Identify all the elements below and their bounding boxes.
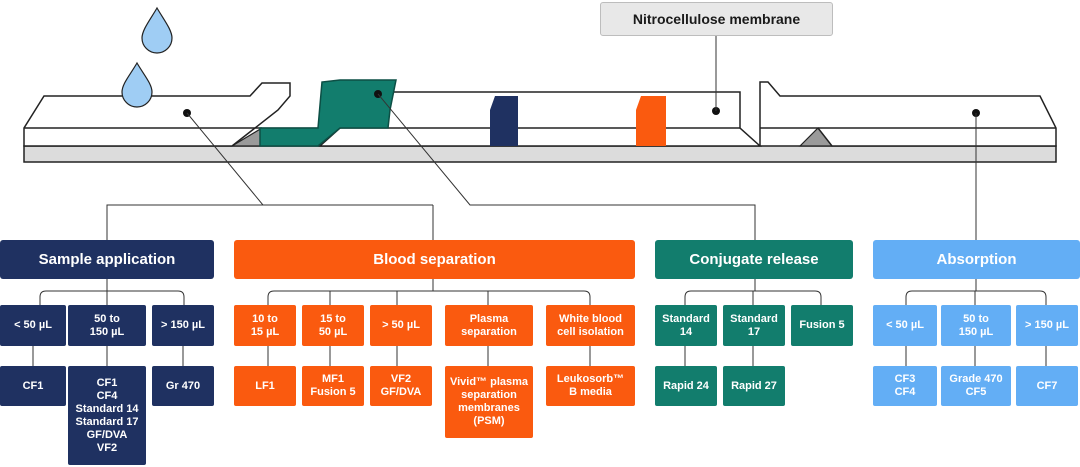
product-box: Rapid 27	[723, 366, 785, 406]
product-box: CF1 CF4 Standard 14 Standard 17 GF/DVA V…	[68, 366, 146, 465]
product-box: Gr 470	[152, 366, 214, 406]
plasma-separation-box: Plasma separation	[445, 305, 533, 346]
backing-card	[23, 145, 1057, 163]
drop-icon	[141, 6, 173, 54]
product-box: Rapid 24	[655, 366, 717, 406]
drop-icon	[121, 61, 153, 108]
connector-lines	[32, 36, 1047, 366]
product-box: Vivid™ plasma separation membranes (PSM)	[445, 366, 533, 438]
material-box: Fusion 5	[791, 305, 853, 346]
volume-box: > 150 µL	[1016, 305, 1078, 346]
test-line	[490, 96, 518, 146]
product-box: CF3 CF4	[873, 366, 937, 406]
material-box: Standard 14	[655, 305, 717, 346]
blood-separation-header: Blood separation	[234, 240, 635, 279]
product-box: Grade 470 CF5	[941, 366, 1011, 406]
product-box: Leukosorb™ B media	[546, 366, 635, 406]
volume-box: 50 to 150 µL	[68, 305, 146, 346]
material-box: Standard 17	[723, 305, 785, 346]
volume-box: > 50 µL	[370, 305, 432, 346]
absorption-header: Absorption	[873, 240, 1080, 279]
volume-box: < 50 µL	[873, 305, 937, 346]
product-box: CF7	[1016, 366, 1078, 406]
volume-box: 10 to 15 µL	[234, 305, 296, 346]
product-box: MF1 Fusion 5	[302, 366, 364, 406]
control-line	[636, 96, 666, 146]
product-box: LF1	[234, 366, 296, 406]
conjugate-pad	[259, 79, 397, 147]
product-box: VF2 GF/DVA	[370, 366, 432, 406]
volume-box: < 50 µL	[0, 305, 66, 346]
volume-box: 50 to 150 µL	[941, 305, 1011, 346]
volume-box: 15 to 50 µL	[302, 305, 364, 346]
product-box: CF1	[0, 366, 66, 406]
white-blood-cell-isolation-box: White blood cell isolation	[546, 305, 635, 346]
sample-application-header: Sample application	[0, 240, 214, 279]
absorbent-pad	[759, 81, 1057, 147]
conjugate-release-header: Conjugate release	[655, 240, 853, 279]
membrane-label: Nitrocellulose membrane	[600, 2, 833, 36]
volume-box: > 150 µL	[152, 305, 214, 346]
